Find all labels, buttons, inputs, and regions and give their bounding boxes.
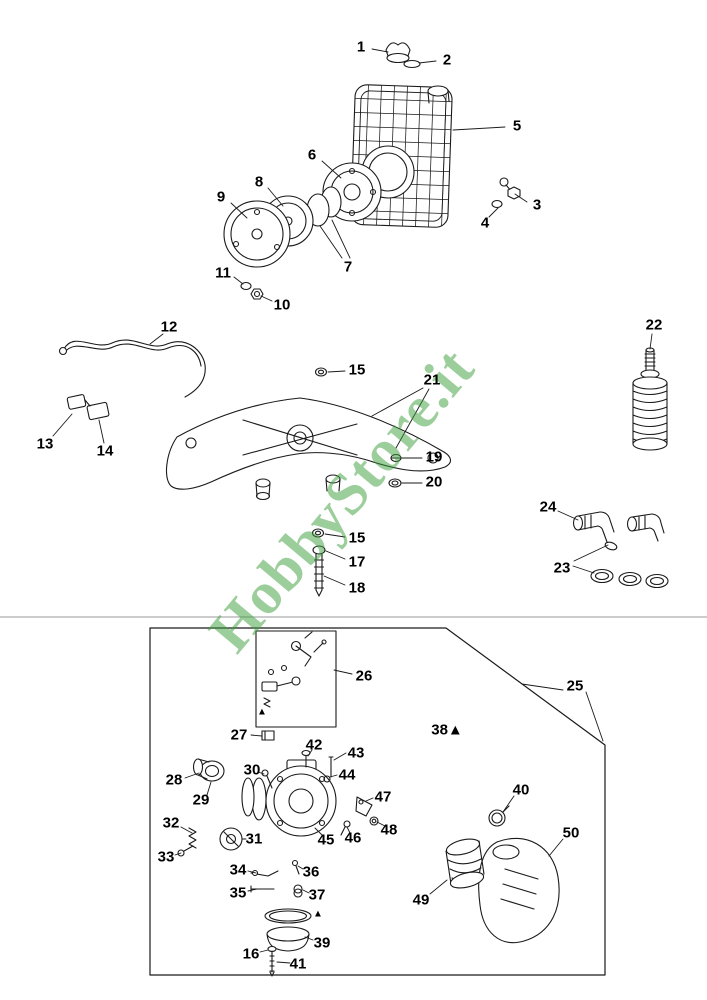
clip-27 [261,730,275,741]
callout-11: 11 [215,264,231,282]
air-filter [445,838,485,889]
callout-13: 13 [36,435,54,453]
washer-48 [369,816,379,826]
bowl-screw [267,945,277,977]
callout-15a: 15 [348,361,366,379]
callout-9: 9 [216,188,226,206]
callout-27: 27 [230,726,248,744]
elbow-fittings [572,511,665,551]
triangle-marker: ▲ [257,706,267,718]
callout-29: 29 [192,791,210,809]
callout-17: 17 [348,553,366,571]
callout-1: 1 [356,38,366,56]
washer-15b [311,528,325,538]
callout-34: 34 [229,861,247,879]
callout-19: 19 [425,448,443,466]
washer-20 [388,478,402,488]
callout-36: 36 [302,863,320,881]
lever-47 [355,796,373,817]
callout-31: 31 [245,830,263,848]
callout-20: 20 [425,473,443,491]
callout-14: 14 [96,442,114,460]
cover-9 [223,200,291,268]
top-screws [301,749,334,783]
callout-45: 45 [317,831,335,849]
callout-5: 5 [512,117,522,135]
screw-19 [390,453,402,463]
filler-neck [427,85,450,104]
callout-8: 8 [254,173,264,191]
callout-23: 23 [553,559,571,577]
callout-28: 28 [165,771,183,789]
callout-10: 10 [273,296,291,314]
carb-section-outline [149,627,606,976]
nut-washer [240,281,264,300]
callout-40: 40 [512,781,530,799]
callout-32: 32 [162,814,180,832]
callout-50: 50 [562,824,580,842]
float-parts [250,859,303,898]
callout-6: 6 [307,146,317,164]
mount-plate [165,397,452,501]
clamp-40 [488,805,510,827]
callout-43: 43 [347,744,365,762]
callout-2: 2 [442,51,452,69]
callout-35: 35 [229,884,247,902]
throttle-parts [261,631,327,708]
fuel-cap [385,42,421,69]
callout-24: 24 [539,498,557,516]
callout-37: 37 [308,886,326,904]
leader-lines [52,48,653,964]
callout-16: 16 [242,945,260,963]
carburetor-body [241,759,337,837]
callout-25: 25 [566,677,584,695]
callout-4: 4 [480,214,490,232]
callout-46: 46 [344,829,362,847]
callout-18: 18 [348,579,366,597]
callout-47: 47 [374,788,392,806]
callout-42: 42 [305,736,323,754]
callout-21: 21 [423,371,441,389]
screw-17-18 [312,545,326,597]
callout-7: 7 [343,258,353,276]
callout-41: 41 [289,955,307,973]
callout-3: 3 [532,196,542,214]
vent-parts [491,177,521,209]
callout-49: 49 [412,891,430,909]
callout-15b: 15 [348,529,366,547]
intake-bushing [192,758,225,782]
washer-15a [314,367,328,377]
callout-39: 39 [313,934,331,952]
callout-38: 38▲ [431,721,463,739]
bowl-gasket [264,908,312,924]
callout-44: 44 [338,766,356,784]
callout-26: 26 [355,667,373,685]
callout-30: 30 [243,761,261,779]
triangle-marker: ▲ [313,908,323,920]
callout-33: 33 [157,848,175,866]
cable-assembly [58,339,206,421]
fuel-filter [632,347,668,451]
callout-22: 22 [645,316,663,334]
throttle-parts-box [255,630,337,728]
screw-46 [340,820,351,836]
float-bowl [266,926,310,952]
seal-rings [590,568,669,589]
callout-48: 48 [380,821,398,839]
callout-12: 12 [160,318,178,336]
